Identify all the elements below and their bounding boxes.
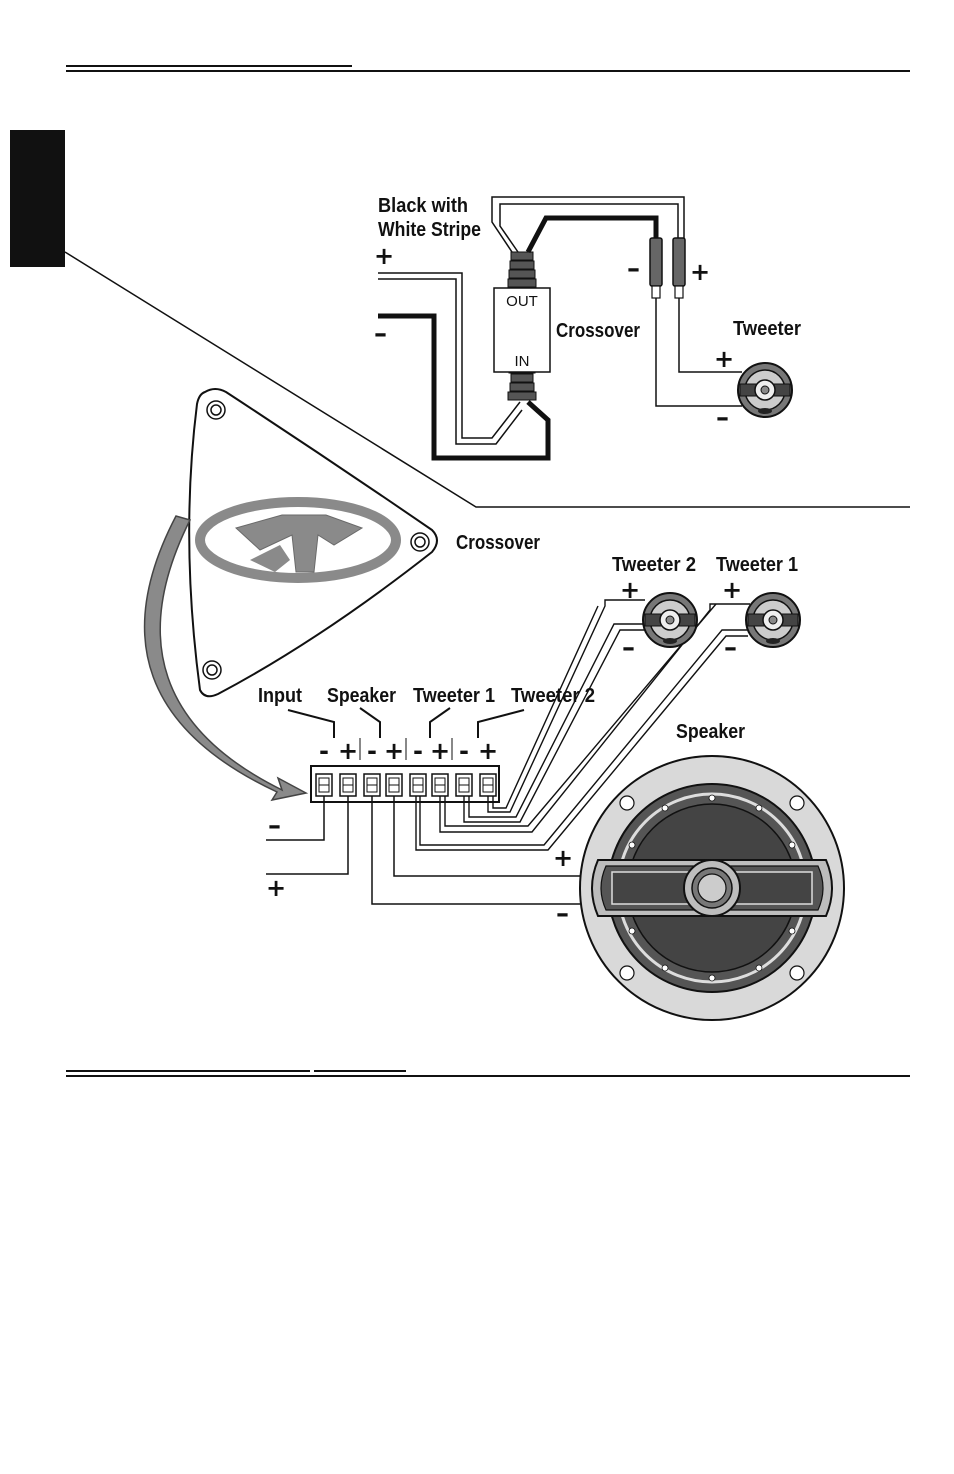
terminal-slot xyxy=(480,774,496,796)
top-tweeter-minus-sign: – xyxy=(716,403,729,433)
side-tab xyxy=(10,130,65,267)
terminal-slot xyxy=(410,774,426,796)
terminal-group-input: Input xyxy=(258,685,302,707)
tweeter1-minus-sign: – xyxy=(724,633,737,663)
terminal-sign: + xyxy=(338,737,358,765)
top-input-plus-sign: + xyxy=(374,242,394,270)
terminal-sign: + xyxy=(384,737,404,765)
terminal-group-tweeter2: Tweeter 2 xyxy=(511,685,595,707)
output-minus-wire xyxy=(528,218,656,252)
tweeter1-icon xyxy=(746,593,800,647)
terminal-slot xyxy=(340,774,356,796)
terminal-sign: - xyxy=(459,737,469,765)
speaker-label: Speaker xyxy=(676,721,745,743)
terminal-slot xyxy=(456,774,472,796)
tweeter1-label: Tweeter 1 xyxy=(716,554,798,576)
terminal-group-speaker: Speaker xyxy=(327,685,396,707)
crossover-out-label: OUT xyxy=(506,293,538,310)
speaker-icon xyxy=(580,756,844,1020)
top-tweeter-plus-sign: + xyxy=(714,345,734,373)
header-rule xyxy=(66,66,910,71)
top-wiring-diagram: OUT IN xyxy=(374,195,801,458)
top-input-minus-sign: – xyxy=(374,319,387,349)
wire-label-line1: Black with xyxy=(378,195,468,217)
crossover-housing xyxy=(189,389,437,696)
terminal-signs: -+-+-+-+ xyxy=(319,737,498,765)
tweeter2-minus-sign: – xyxy=(622,633,635,663)
terminal-group-tweeter1: Tweeter 1 xyxy=(413,685,495,707)
top-tweeter-icon xyxy=(738,363,792,417)
tweeter1-plus-sign: + xyxy=(722,576,742,604)
tweeter2-icon xyxy=(643,593,697,647)
top-crossover-label: Crossover xyxy=(556,320,640,342)
speaker-minus-sign: – xyxy=(556,899,569,929)
lead-plus-sign: + xyxy=(690,258,710,286)
bullet-connector-plus xyxy=(673,238,685,298)
inline-crossover: OUT IN xyxy=(494,252,550,400)
terminal-group-pointers xyxy=(288,708,524,738)
terminal-sign: + xyxy=(430,737,450,765)
bottom-input-plus-sign: + xyxy=(266,874,286,902)
terminal-sign: - xyxy=(367,737,377,765)
top-tweeter-label: Tweeter xyxy=(733,318,801,340)
terminal-slot xyxy=(316,774,332,796)
terminal-slot xyxy=(364,774,380,796)
wire-label-line2: White Stripe xyxy=(378,219,481,241)
terminal-sign: - xyxy=(319,737,329,765)
crossover-in-label: IN xyxy=(515,353,530,370)
terminal-slot xyxy=(432,774,448,796)
terminal-slot xyxy=(386,774,402,796)
lead-minus-sign: – xyxy=(627,254,640,284)
terminal-sign: + xyxy=(478,737,498,765)
tweeter2-plus-sign: + xyxy=(620,576,640,604)
bottom-crossover-label: Crossover xyxy=(456,532,540,554)
bottom-wiring-diagram: Crossover Tweeter 2 Tweeter 1 + – + – In… xyxy=(145,389,844,1020)
terminal-sign: - xyxy=(413,737,423,765)
footer-rule xyxy=(66,1071,910,1076)
bullet-connector-minus xyxy=(650,238,662,298)
speaker-plus-sign: + xyxy=(553,844,573,872)
tweeter2-label: Tweeter 2 xyxy=(612,554,696,576)
bottom-input-minus-sign: – xyxy=(268,811,281,841)
